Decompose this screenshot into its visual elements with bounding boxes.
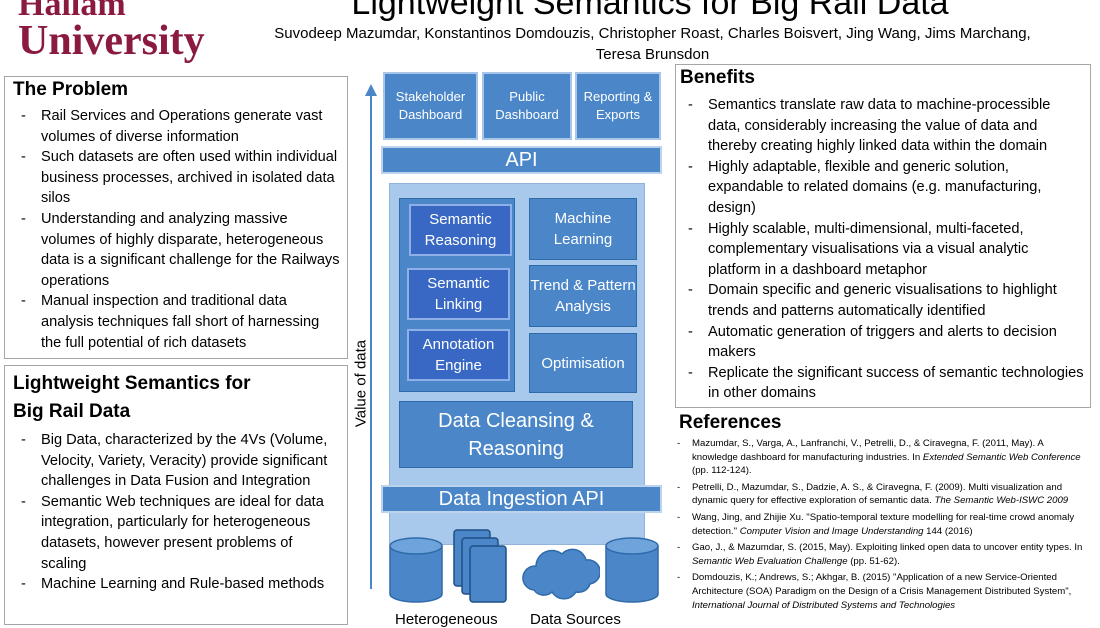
- lightweight-panel: Lightweight Semantics for Big Rail Data …: [4, 365, 348, 625]
- data-source-label: Data Sources: [530, 611, 621, 628]
- references-panel: References Mazumdar, S., Varga, A., Lanf…: [675, 412, 1085, 619]
- value-axis-label: Value of data: [352, 339, 370, 428]
- list-item: Such datasets are often used within indi…: [13, 147, 341, 209]
- list-item: Semantic Web techniques are ideal for da…: [13, 492, 341, 574]
- list-item: Petrelli, D., Mazumdar, S., Dadzie, A. S…: [675, 481, 1085, 508]
- lightweight-heading-line-2: Big Rail Data: [13, 401, 131, 422]
- list-item: Mazumdar, S., Varga, A., Lanfranchi, V.,…: [675, 437, 1085, 478]
- semantic-reasoning-box: Semantic Reasoning: [409, 204, 512, 256]
- list-item: Understanding and analyzing massive volu…: [13, 209, 341, 291]
- architecture-diagram: Value of data Stakeholder Dashboard Publ…: [350, 70, 675, 628]
- cloud-icon: [522, 548, 600, 600]
- list-item: Domdouzis, K.; Andrews, S.; Akhgar, B. (…: [675, 571, 1085, 612]
- optimisation-box: Optimisation: [529, 333, 637, 393]
- api-bar: API: [381, 146, 662, 174]
- university-logo: Hallam University: [18, 0, 205, 62]
- references-list: Mazumdar, S., Varga, A., Lanfranchi, V.,…: [675, 437, 1085, 612]
- list-item: Big Data, characterized by the 4Vs (Volu…: [13, 430, 341, 492]
- data-source-label: Heterogeneous: [395, 611, 498, 628]
- value-axis-arrow: [365, 84, 377, 589]
- list-item: Highly adaptable, flexible and generic s…: [680, 157, 1084, 219]
- list-item: Replicate the significant success of sem…: [680, 363, 1084, 404]
- documents-icon: [453, 529, 507, 603]
- list-item: Gao, J., & Mazumdar, S. (2015, May). Exp…: [675, 541, 1085, 568]
- data-cleansing-box: Data Cleansing & Reasoning: [399, 401, 633, 468]
- list-item: Automatic generation of triggers and ale…: [680, 322, 1084, 363]
- lightweight-heading-line-1: Lightweight Semantics for: [13, 373, 251, 394]
- problem-list: Rail Services and Operations generate va…: [13, 106, 341, 353]
- reporting-exports-box: Reporting & Exports: [575, 72, 661, 140]
- stakeholder-dashboard-box: Stakeholder Dashboard: [383, 72, 478, 140]
- benefits-panel: Benefits Semantics translate raw data to…: [675, 64, 1091, 408]
- database-icon: [605, 537, 659, 603]
- author-list: Suvodeep Mazumdar, Konstantinos Domdouzi…: [274, 25, 1031, 63]
- benefits-heading: Benefits: [680, 67, 755, 88]
- lightweight-list: Big Data, characterized by the 4Vs (Volu…: [13, 430, 341, 595]
- logo-line-2: University: [18, 18, 205, 64]
- problem-heading: The Problem: [13, 79, 129, 100]
- list-item: Manual inspection and traditional data a…: [13, 291, 341, 353]
- public-dashboard-box: Public Dashboard: [482, 72, 572, 140]
- list-item: Wang, Jing, and Zhijie Xu. "Spatio-tempo…: [675, 511, 1085, 538]
- list-item: Rail Services and Operations generate va…: [13, 106, 341, 147]
- list-item: Highly scalable, multi-dimensional, mult…: [680, 219, 1084, 281]
- list-item: Semantics translate raw data to machine-…: [680, 95, 1084, 157]
- list-item: Machine Learning and Rule-based methods: [13, 574, 341, 595]
- trend-pattern-analysis-box: Trend & Pattern Analysis: [529, 265, 637, 327]
- list-item: Domain specific and generic visualisatio…: [680, 280, 1084, 321]
- semantic-linking-box: Semantic Linking: [407, 268, 510, 320]
- machine-learning-box: Machine Learning: [529, 198, 637, 260]
- data-ingestion-api-bar: Data Ingestion API: [381, 485, 662, 513]
- benefits-list: Semantics translate raw data to machine-…: [680, 95, 1084, 404]
- database-icon: [389, 537, 443, 603]
- problem-panel: The Problem Rail Services and Operations…: [4, 76, 348, 359]
- references-heading: References: [679, 412, 782, 433]
- annotation-engine-box: Annotation Engine: [407, 329, 510, 381]
- logo-line-1: Hallam: [18, 0, 126, 23]
- poster-title: Lightweight Semantics for Big Rail Data: [351, 0, 949, 22]
